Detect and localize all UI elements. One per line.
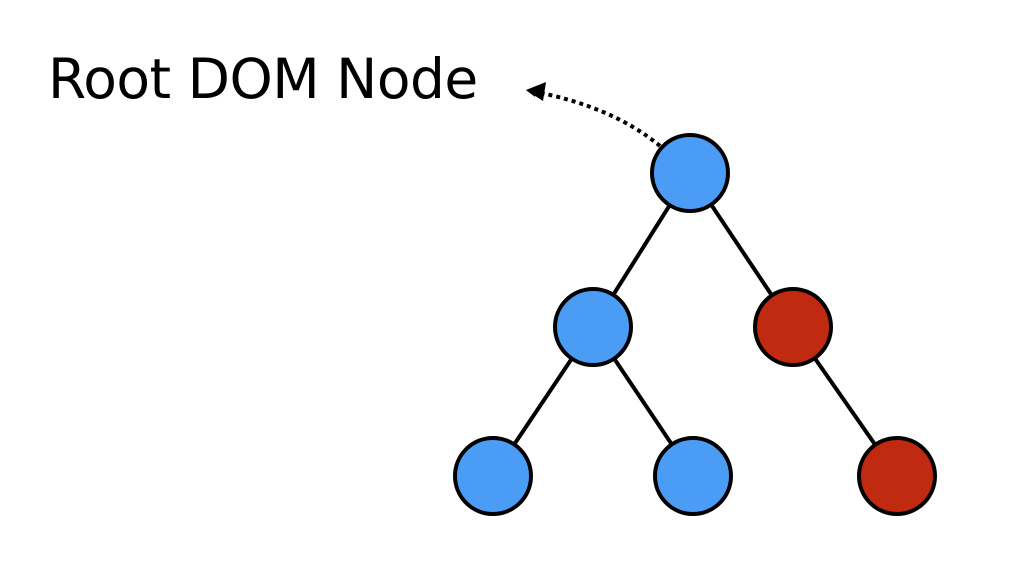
root-node (650, 133, 730, 213)
right-child-node (753, 287, 833, 367)
tree-nodes (453, 133, 937, 516)
arrowhead-icon (526, 82, 546, 101)
dotted-arrow (526, 86, 662, 148)
left-left-leaf-node (453, 436, 533, 516)
root-dom-node-label: Root DOM Node (48, 47, 478, 111)
right-right-leaf-node (857, 436, 937, 516)
left-child-node (553, 287, 633, 367)
left-right-leaf-node (653, 436, 733, 516)
root-pointer (526, 82, 662, 148)
